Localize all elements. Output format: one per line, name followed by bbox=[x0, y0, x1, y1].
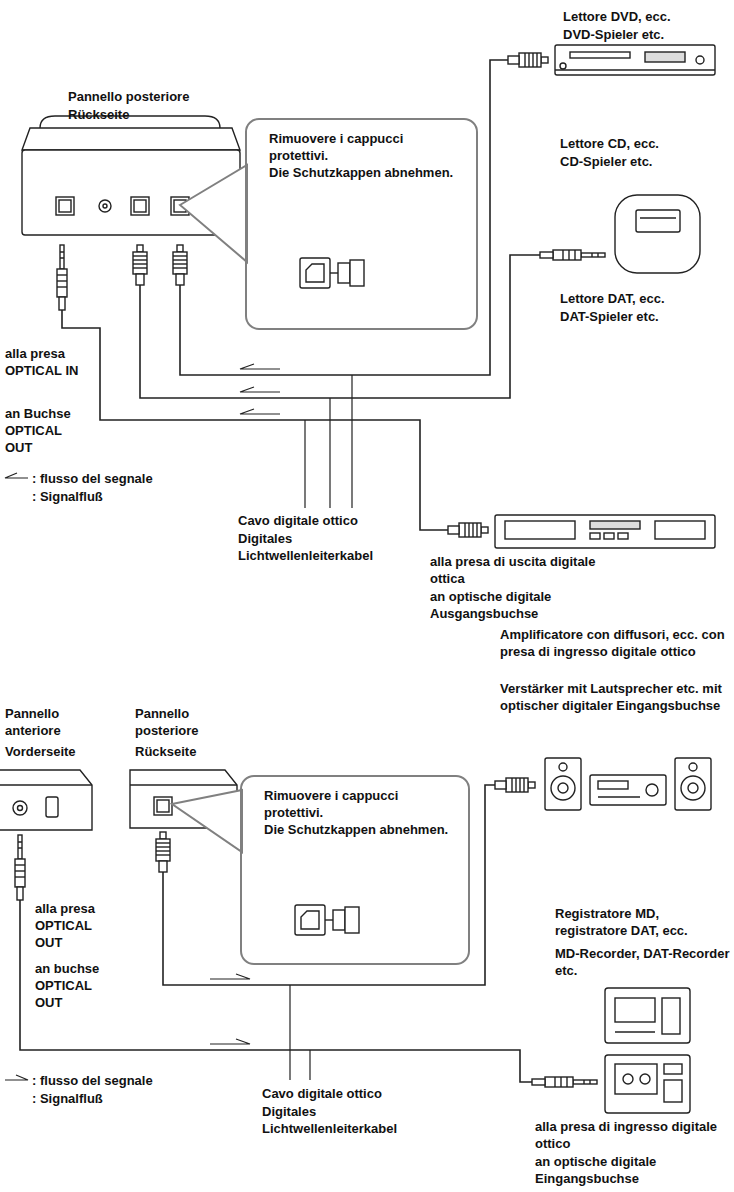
label-text: alla presa OPTICAL IN bbox=[5, 345, 81, 379]
label-text: Rückseite bbox=[68, 106, 228, 123]
label-text: DVD-Spieler etc. bbox=[563, 26, 728, 43]
dvd-player bbox=[555, 45, 715, 75]
mini-plug bbox=[15, 835, 25, 900]
label-text: DAT-Spieler etc. bbox=[560, 308, 725, 325]
optical-plug bbox=[133, 245, 147, 285]
label-text: alla presa di ingresso digitale ottico bbox=[535, 1118, 730, 1152]
callout-text: Die Schutzkappen abnehmen. bbox=[264, 821, 459, 838]
optical-plug bbox=[156, 832, 170, 872]
callout-wedge bbox=[172, 790, 242, 852]
label-text: CD-Spieler etc. bbox=[560, 153, 725, 170]
callout-text: Die Schutzkappen abnehmen. bbox=[269, 164, 464, 181]
callout-text: Rimuovere i cappucci protettivi. bbox=[269, 130, 464, 164]
label-text: an optische digitale Eingangsbuchse bbox=[535, 1153, 730, 1187]
label-text: Lettore DVD, ecc. bbox=[563, 8, 728, 25]
legend-text: : Signalfluß bbox=[32, 1090, 103, 1107]
label-text: Pannello posteriore bbox=[135, 705, 220, 739]
label-text: Cavo digitale ottico bbox=[262, 1085, 442, 1102]
callout-wedge bbox=[180, 165, 247, 262]
optical-plug bbox=[508, 53, 548, 67]
mini-plug bbox=[532, 1077, 597, 1087]
dat-player bbox=[495, 515, 715, 548]
label-text: Pannello posteriore bbox=[68, 88, 228, 105]
label-text: alla presa di uscita digitale ottica bbox=[430, 553, 630, 587]
callout-text: Rimuovere i cappucci protettivi. bbox=[264, 787, 459, 821]
callout-box: Rimuovere i cappucci protettivi.Die Schu… bbox=[240, 775, 470, 965]
label-text: Vorderseite bbox=[5, 743, 100, 760]
mini-plug bbox=[57, 245, 67, 310]
legend-text: : flusso del segnale bbox=[32, 470, 153, 487]
legend-text: : flusso del segnale bbox=[32, 1072, 153, 1089]
label-text: Lettore CD, ecc. bbox=[560, 135, 725, 152]
label-text: Amplificatore con diffusori, ecc. con pr… bbox=[500, 626, 730, 660]
signal-flow-arrow bbox=[5, 364, 280, 478]
label-text: an buchse OPTICAL OUT bbox=[35, 960, 113, 1011]
label-text: MD-Recorder, DAT-Recorder etc. bbox=[555, 945, 730, 979]
label-text: Digitales Lichtwellenleiterkabel bbox=[238, 530, 418, 564]
protective-cap-icon bbox=[295, 905, 359, 935]
cd-player bbox=[615, 195, 700, 273]
unit-front bbox=[0, 770, 92, 830]
label-text: Lettore DAT, ecc. bbox=[560, 290, 725, 307]
legend-text: : Signalfluß bbox=[32, 488, 103, 505]
label-text: Digitales Lichtwellenleiterkabel bbox=[262, 1103, 442, 1137]
optical-cables-bottom bbox=[20, 785, 532, 1082]
protective-cap-icon bbox=[300, 258, 364, 288]
label-text: Cavo digitale ottico bbox=[238, 512, 418, 529]
optical-plug bbox=[173, 245, 187, 285]
optical-plug bbox=[448, 523, 488, 537]
plugs bbox=[15, 53, 605, 1087]
mini-plug bbox=[540, 250, 605, 260]
dat-recorder bbox=[605, 1055, 690, 1113]
label-text: Rückseite bbox=[135, 743, 230, 760]
optical-plug bbox=[495, 778, 535, 792]
md-recorder bbox=[605, 988, 690, 1043]
label-text: Pannello anteriore bbox=[5, 705, 90, 739]
label-text: Registratore MD, registratore DAT, ecc. bbox=[555, 905, 730, 939]
label-text: alla presa OPTICAL OUT bbox=[35, 900, 113, 951]
label-text: an Buchse OPTICAL OUT bbox=[5, 405, 81, 456]
label-text: an optische digitale Ausgangsbuchse bbox=[430, 588, 630, 622]
callout-box: Rimuovere i cappucci protettivi.Die Schu… bbox=[245, 118, 478, 330]
optical-cables-top bbox=[62, 60, 540, 530]
amplifier-speakers bbox=[545, 758, 711, 810]
label-text: Verstärker mit Lautsprecher etc. mit opt… bbox=[500, 680, 730, 714]
